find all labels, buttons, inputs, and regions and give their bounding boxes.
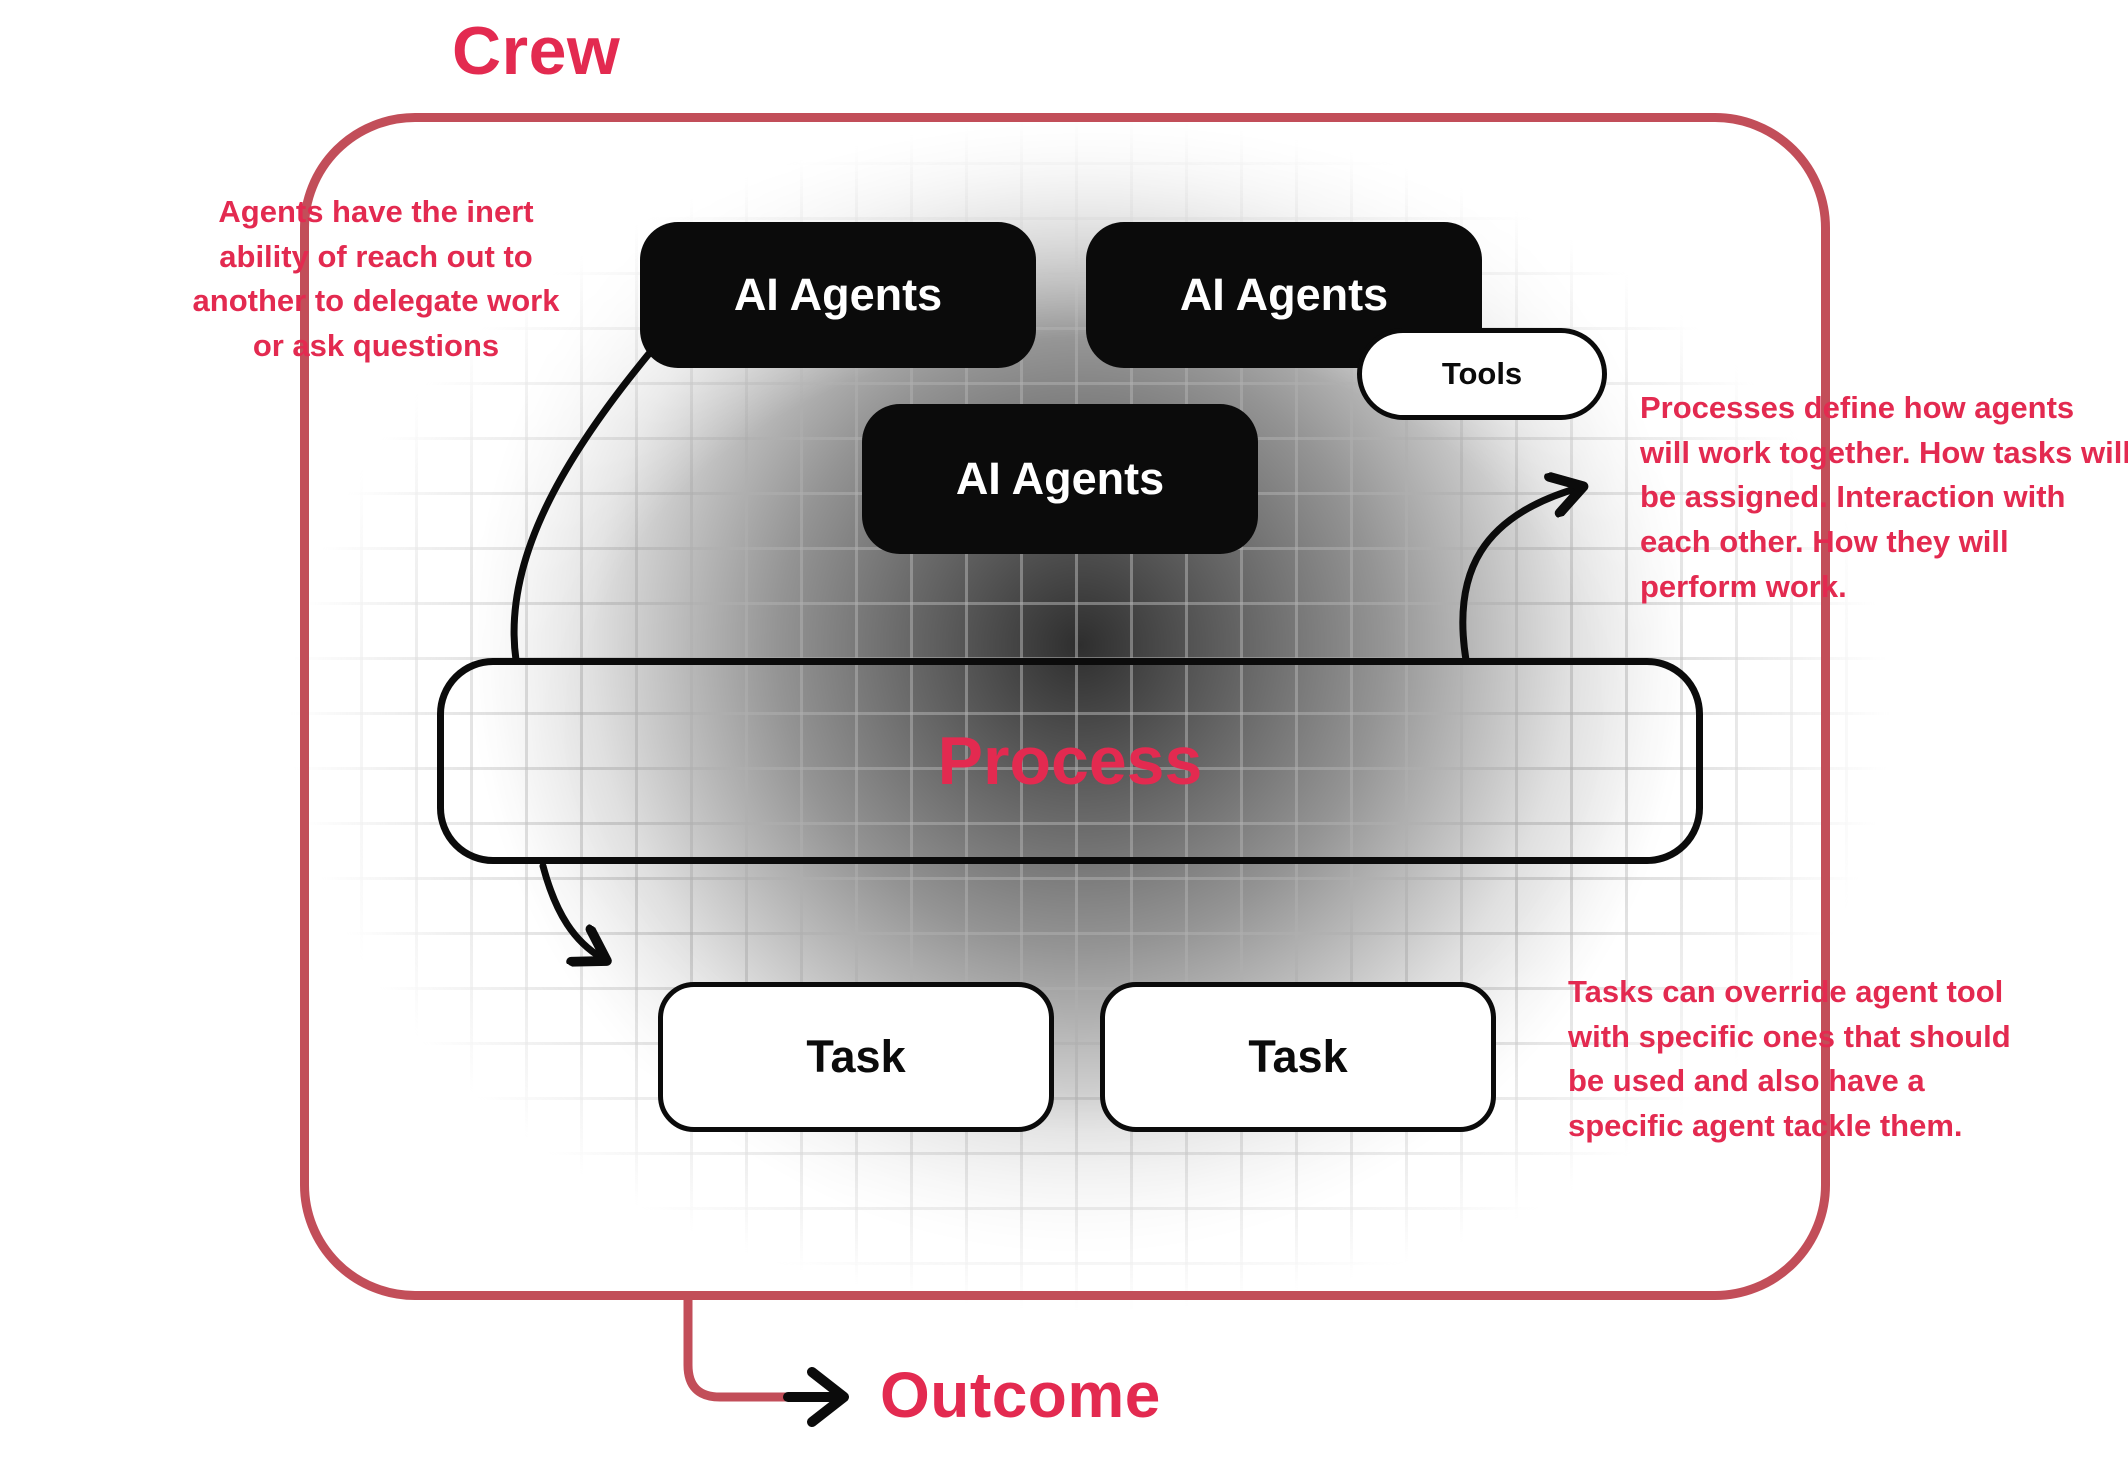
outcome-title: Outcome <box>880 1359 1161 1431</box>
process-to-task-arrow <box>539 862 602 958</box>
crew-to-outcome-connector <box>683 1295 801 1402</box>
outcome-arrowhead <box>783 1367 849 1427</box>
annotation-process: Processes define how agents will work to… <box>1640 390 2128 604</box>
task-node-1: Task <box>658 982 1054 1132</box>
process-to-note-arrow <box>1459 488 1578 664</box>
ai-agents-node-1: AI Agents <box>640 222 1036 368</box>
task-node-2: Task <box>1100 982 1496 1132</box>
process-node: Process <box>437 658 1703 864</box>
agent-to-process-arrow <box>510 346 656 664</box>
tools-node: Tools <box>1357 328 1607 420</box>
annotation-tasks: Tasks can override agent tool with speci… <box>1568 974 2011 1143</box>
crew-boundary-box <box>300 113 1830 1300</box>
ai-agents-node-3: AI Agents <box>862 404 1258 554</box>
annotation-delegate: Agents have the inert ability of reach o… <box>192 194 560 363</box>
crew-title: Crew <box>452 13 621 89</box>
